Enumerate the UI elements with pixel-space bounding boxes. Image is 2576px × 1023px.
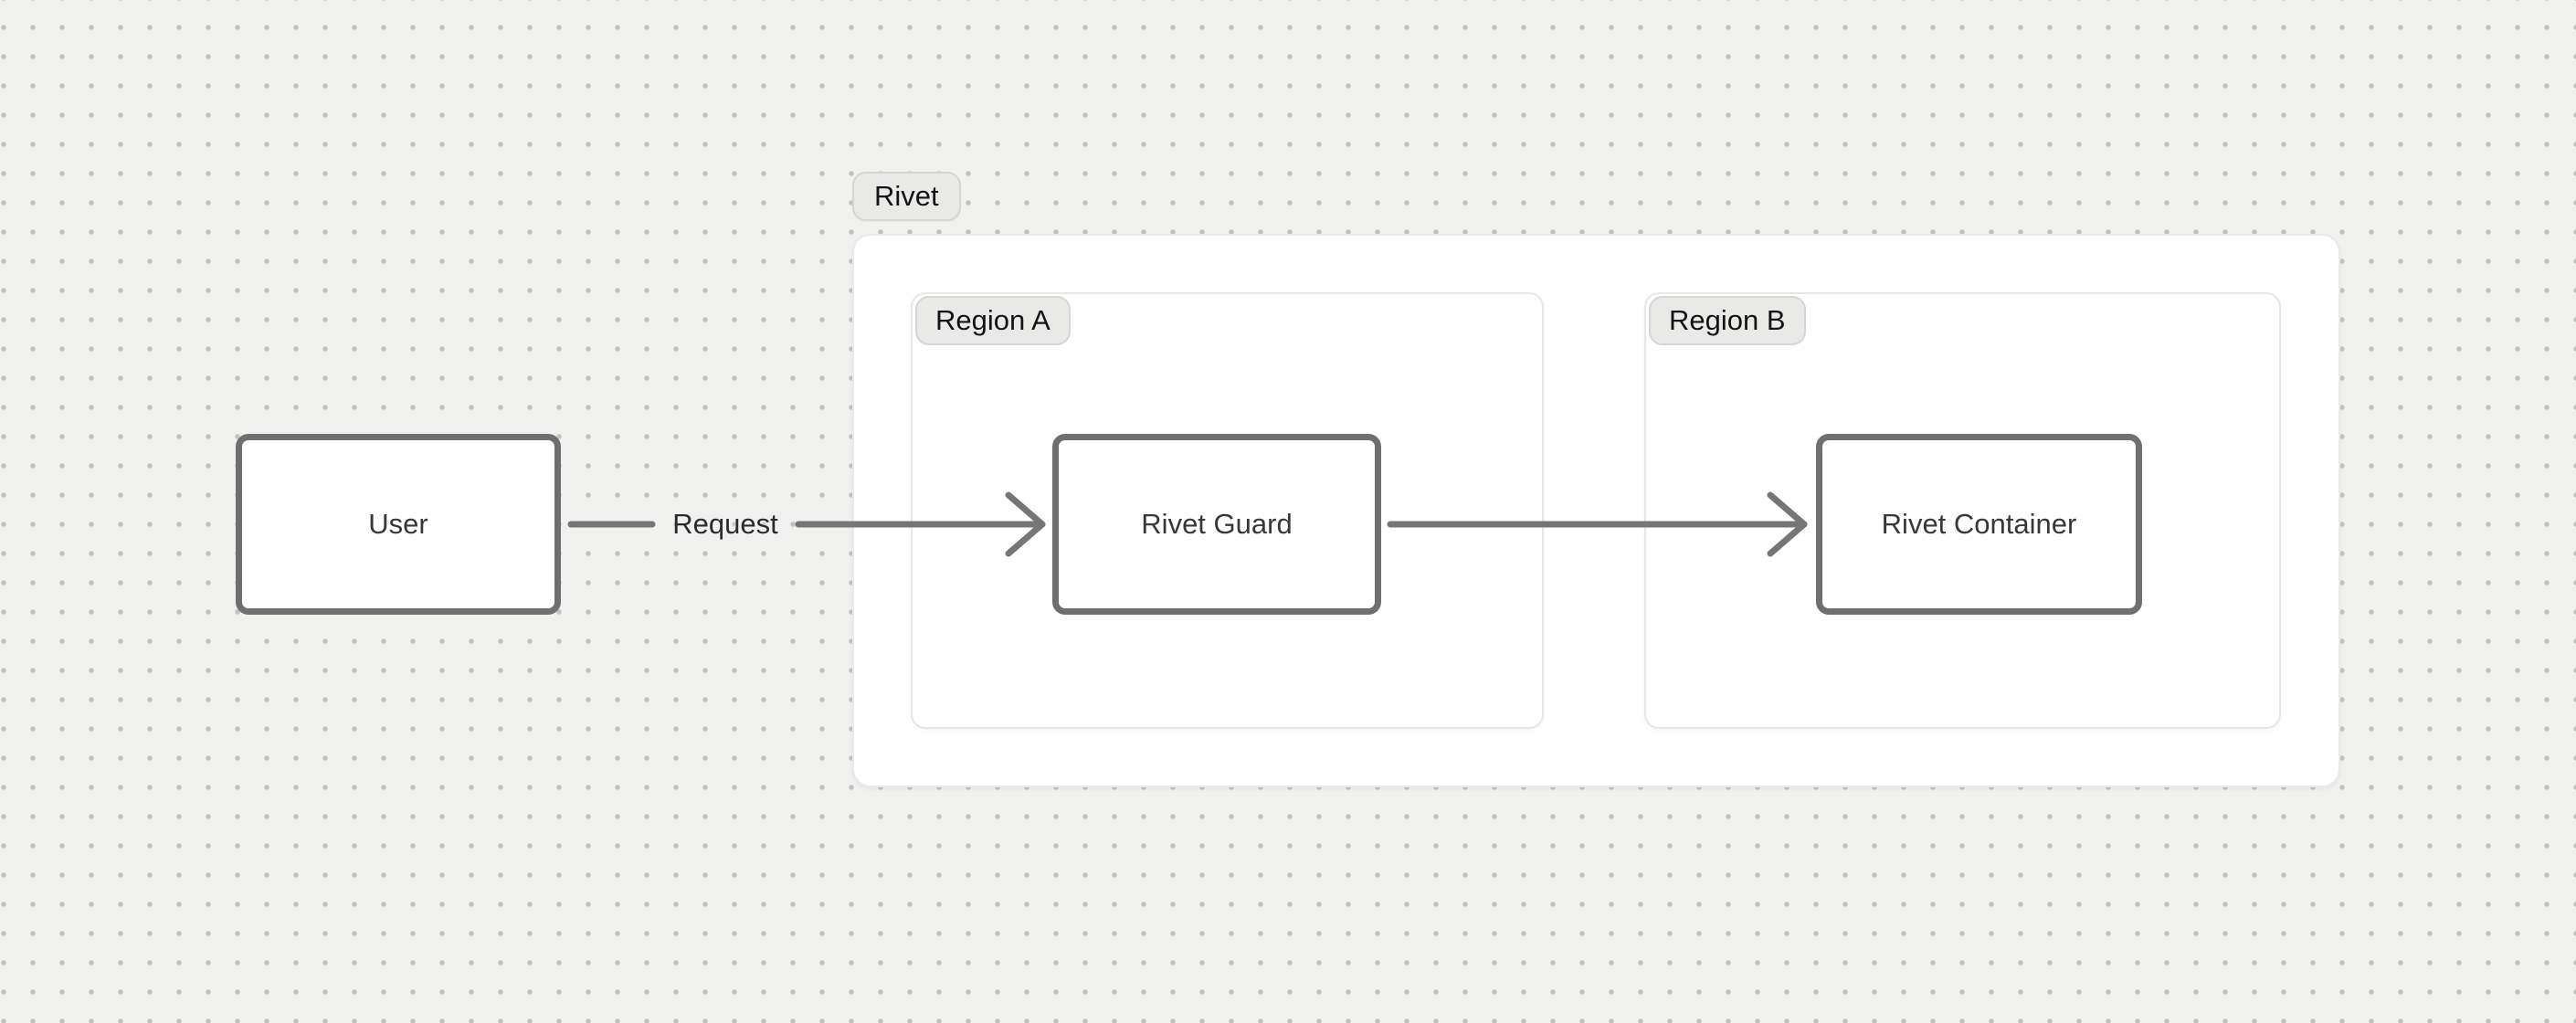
node-rivet-guard: Rivet Guard <box>1052 434 1381 615</box>
node-rivet-container: Rivet Container <box>1816 434 2142 615</box>
region-a-label: Region A <box>935 304 1050 336</box>
node-rivet-container-label: Rivet Container <box>1881 508 2077 540</box>
node-rivet-guard-label: Rivet Guard <box>1141 508 1293 540</box>
region-b-label: Region B <box>1669 304 1786 336</box>
node-user: User <box>236 434 561 615</box>
group-rivet-label: Rivet <box>874 180 939 212</box>
region-a-badge: Region A <box>915 296 1071 345</box>
node-user-label: User <box>368 508 428 540</box>
region-b-badge: Region B <box>1649 296 1806 345</box>
edge-request-label: Request <box>672 508 778 540</box>
group-rivet-badge: Rivet <box>852 172 961 221</box>
